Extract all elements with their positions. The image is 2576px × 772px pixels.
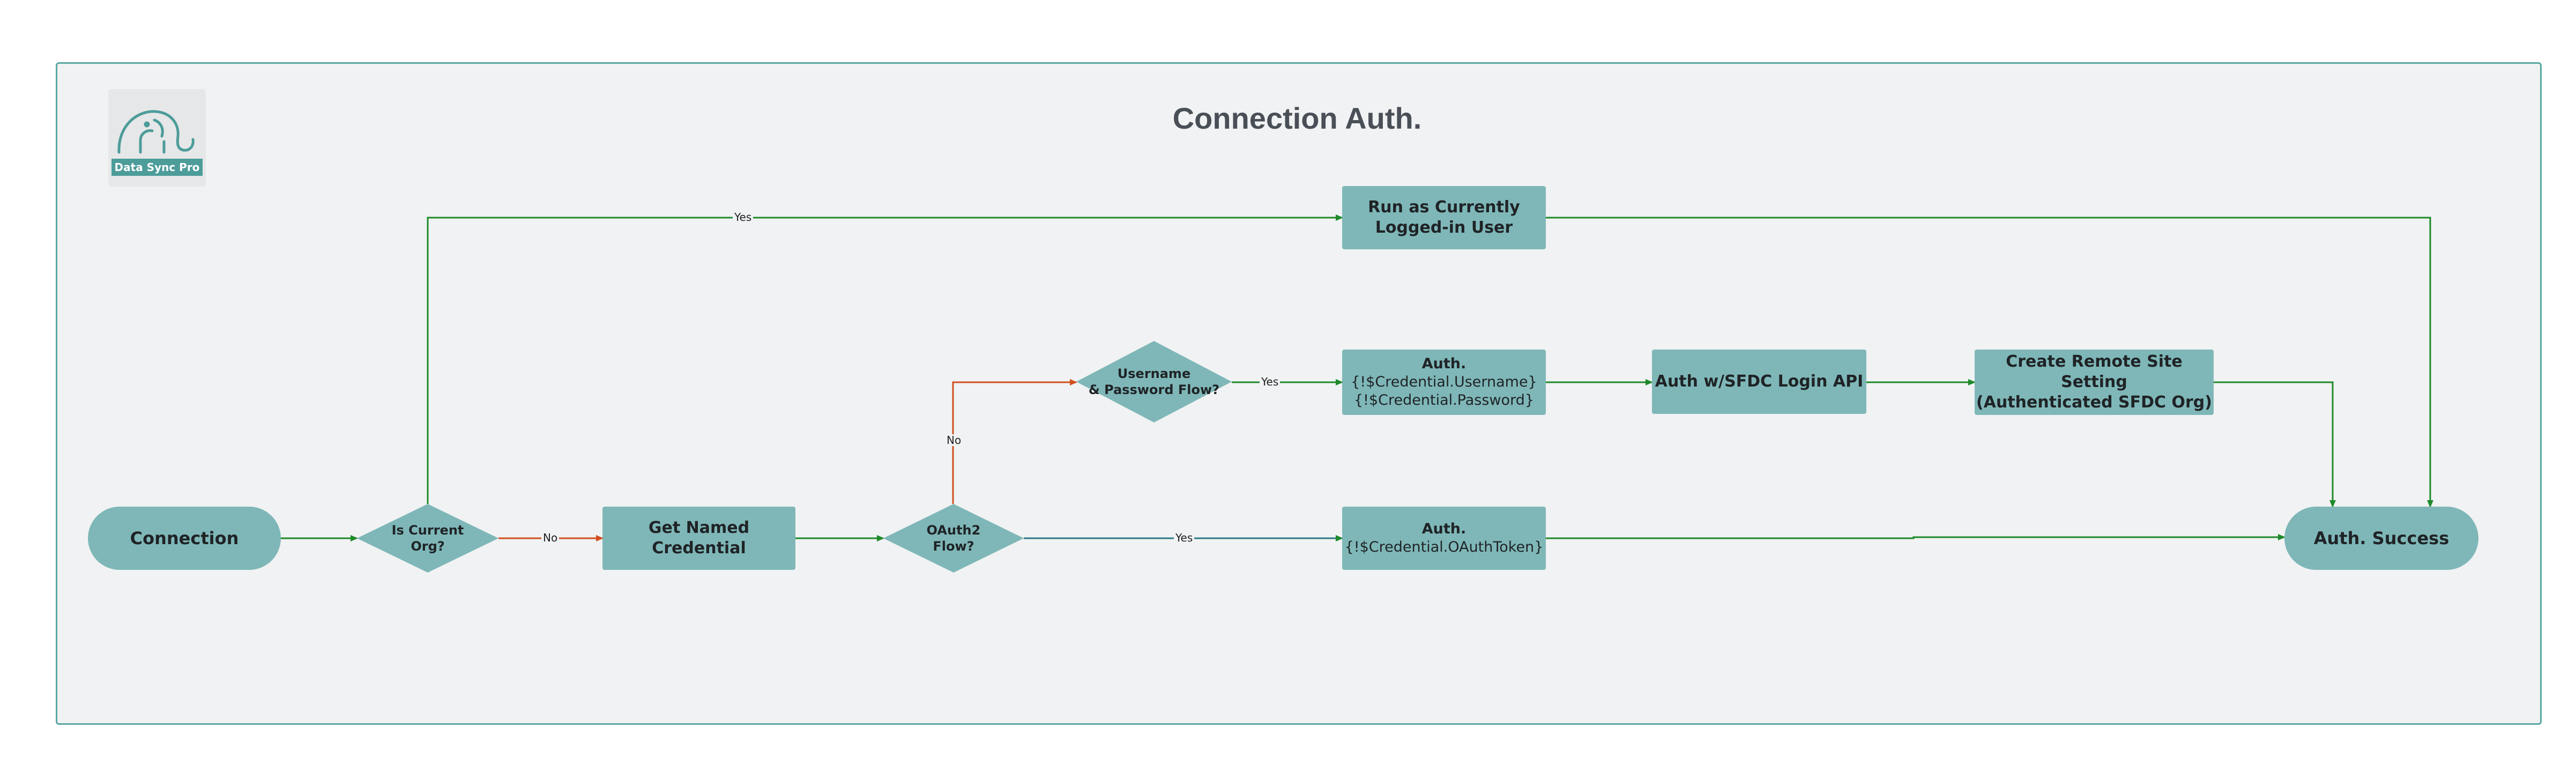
auth-password-line: {!$Credential.Password} — [1353, 392, 1535, 409]
get-named-credential-node: Get Named Credential — [602, 507, 795, 570]
edge-oauth2-no — [952, 379, 1077, 504]
edge-label-current-org-yes: Yes — [733, 211, 754, 223]
username-password-label: Username & Password Flow? — [1088, 366, 1220, 397]
auth-success-node: Auth. Success — [2284, 507, 2478, 570]
connection-node: Connection — [88, 507, 281, 570]
logo-label: Data Sync Pro — [111, 159, 203, 176]
create-remote-site-node: Create Remote Site Setting (Authenticate… — [1975, 350, 2214, 415]
oauth2-flow-decision: OAuth2 Flow? — [883, 504, 1024, 573]
oauth2-flow-label: OAuth2 Flow? — [926, 523, 981, 554]
edge-oauth-auth-to-success — [1546, 534, 2285, 540]
logo: Data Sync Pro — [108, 89, 206, 187]
edge-label-current-org-no: No — [541, 532, 560, 544]
auth-oauth-token-line: {!$Credential.OAuthToken} — [1344, 539, 1544, 555]
edge-label-userpass-yes: Yes — [1260, 376, 1280, 388]
run-as-current-user-node: Run as Currently Logged-in User — [1342, 186, 1546, 249]
auth-oauth-head: Auth. — [1421, 521, 1466, 537]
edge-label-oauth-no: No — [945, 434, 963, 446]
edge-run-as-user-to-success — [1546, 217, 2433, 508]
auth-username-head: Auth. — [1421, 355, 1466, 372]
auth-sfdc-login-node: Auth w/SFDC Login API — [1652, 350, 1866, 414]
diagram-title: Connection Auth. — [1172, 101, 1422, 135]
elephant-icon — [117, 110, 195, 154]
edge-current-org-yes — [427, 214, 1343, 504]
is-current-org-decision: Is Current Org? — [357, 504, 498, 573]
auth-username-line: {!$Credential.Username} — [1351, 374, 1537, 390]
username-password-decision: Username & Password Flow? — [1076, 341, 1232, 422]
edge-remote-site-to-success — [2214, 381, 2336, 508]
edge-label-oauth-yes: Yes — [1174, 532, 1195, 544]
auth-oauth-token-node: Auth. {!$Credential.OAuthToken} — [1342, 507, 1546, 570]
auth-username-password-node: Auth. {!$Credential.Username} {!$Credent… — [1342, 350, 1546, 415]
is-current-org-label: Is Current Org? — [391, 523, 464, 554]
